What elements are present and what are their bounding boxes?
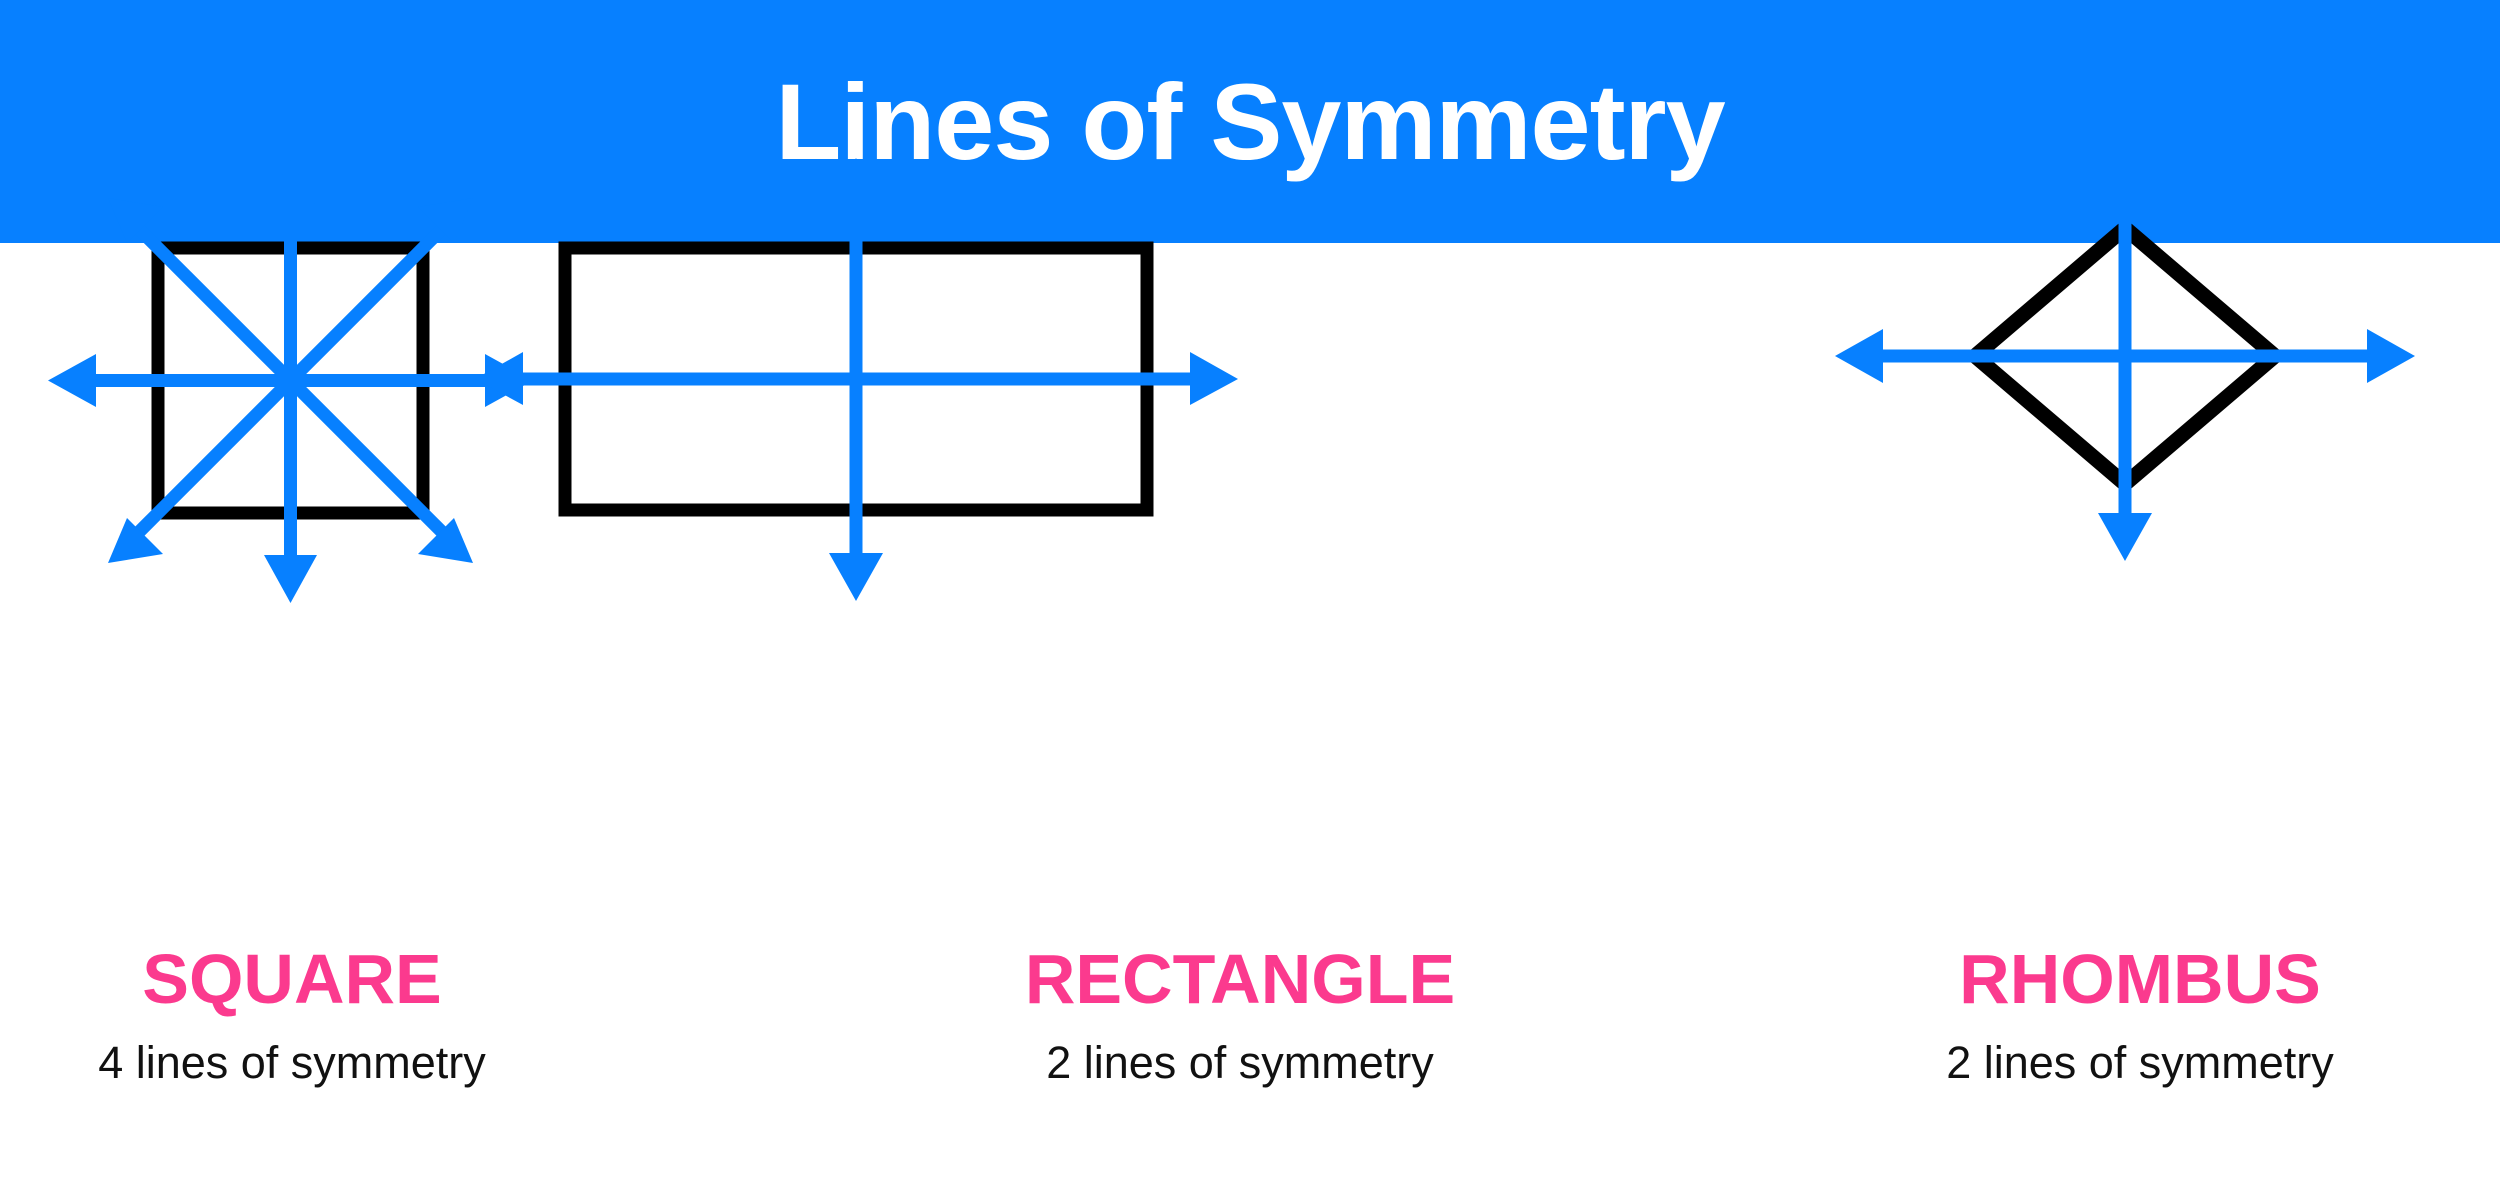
shape-label-square: SQUARE [142, 940, 442, 1018]
shape-label-rectangle: RECTANGLE [1024, 940, 1456, 1018]
shape-sublabel-rectangle: 2 lines of symmetry [1046, 1036, 1434, 1088]
shape-sublabel-square: 4 lines of symmetry [98, 1036, 486, 1088]
figure-panel-rectangle: RECTANGLE 2 lines of symmetry [475, 158, 1820, 1189]
shape-sublabel-rhombus: 2 lines of symmetry [1946, 1036, 2334, 1088]
page-title: Lines of Symmetry [775, 60, 1725, 182]
square-diagram [48, 160, 533, 603]
rectangle-diagram [475, 158, 1238, 601]
caption-square: SQUARE 4 lines of symmetry [0, 940, 712, 1088]
caption-rectangle: RECTANGLE 2 lines of symmetry [750, 940, 1730, 1088]
figure-panel-square: SQUARE 4 lines of symmetry [0, 160, 840, 1189]
symmetry-axis-vertical [829, 158, 883, 601]
symmetry-axis-vertical [264, 160, 317, 603]
rhombus-diagram [1835, 153, 2415, 561]
shape-label-rhombus: RHOMBUS [1959, 940, 2321, 1018]
figure-panel-rhombus: RHOMBUS 2 lines of symmetry [1820, 153, 2500, 1189]
caption-rhombus: RHOMBUS 2 lines of symmetry [1800, 940, 2480, 1088]
header-banner: Lines of Symmetry [0, 0, 2500, 243]
shapes-area: SQUARE 4 lines of symmetry [0, 153, 2500, 1189]
symmetry-axis-vertical [2098, 153, 2152, 561]
